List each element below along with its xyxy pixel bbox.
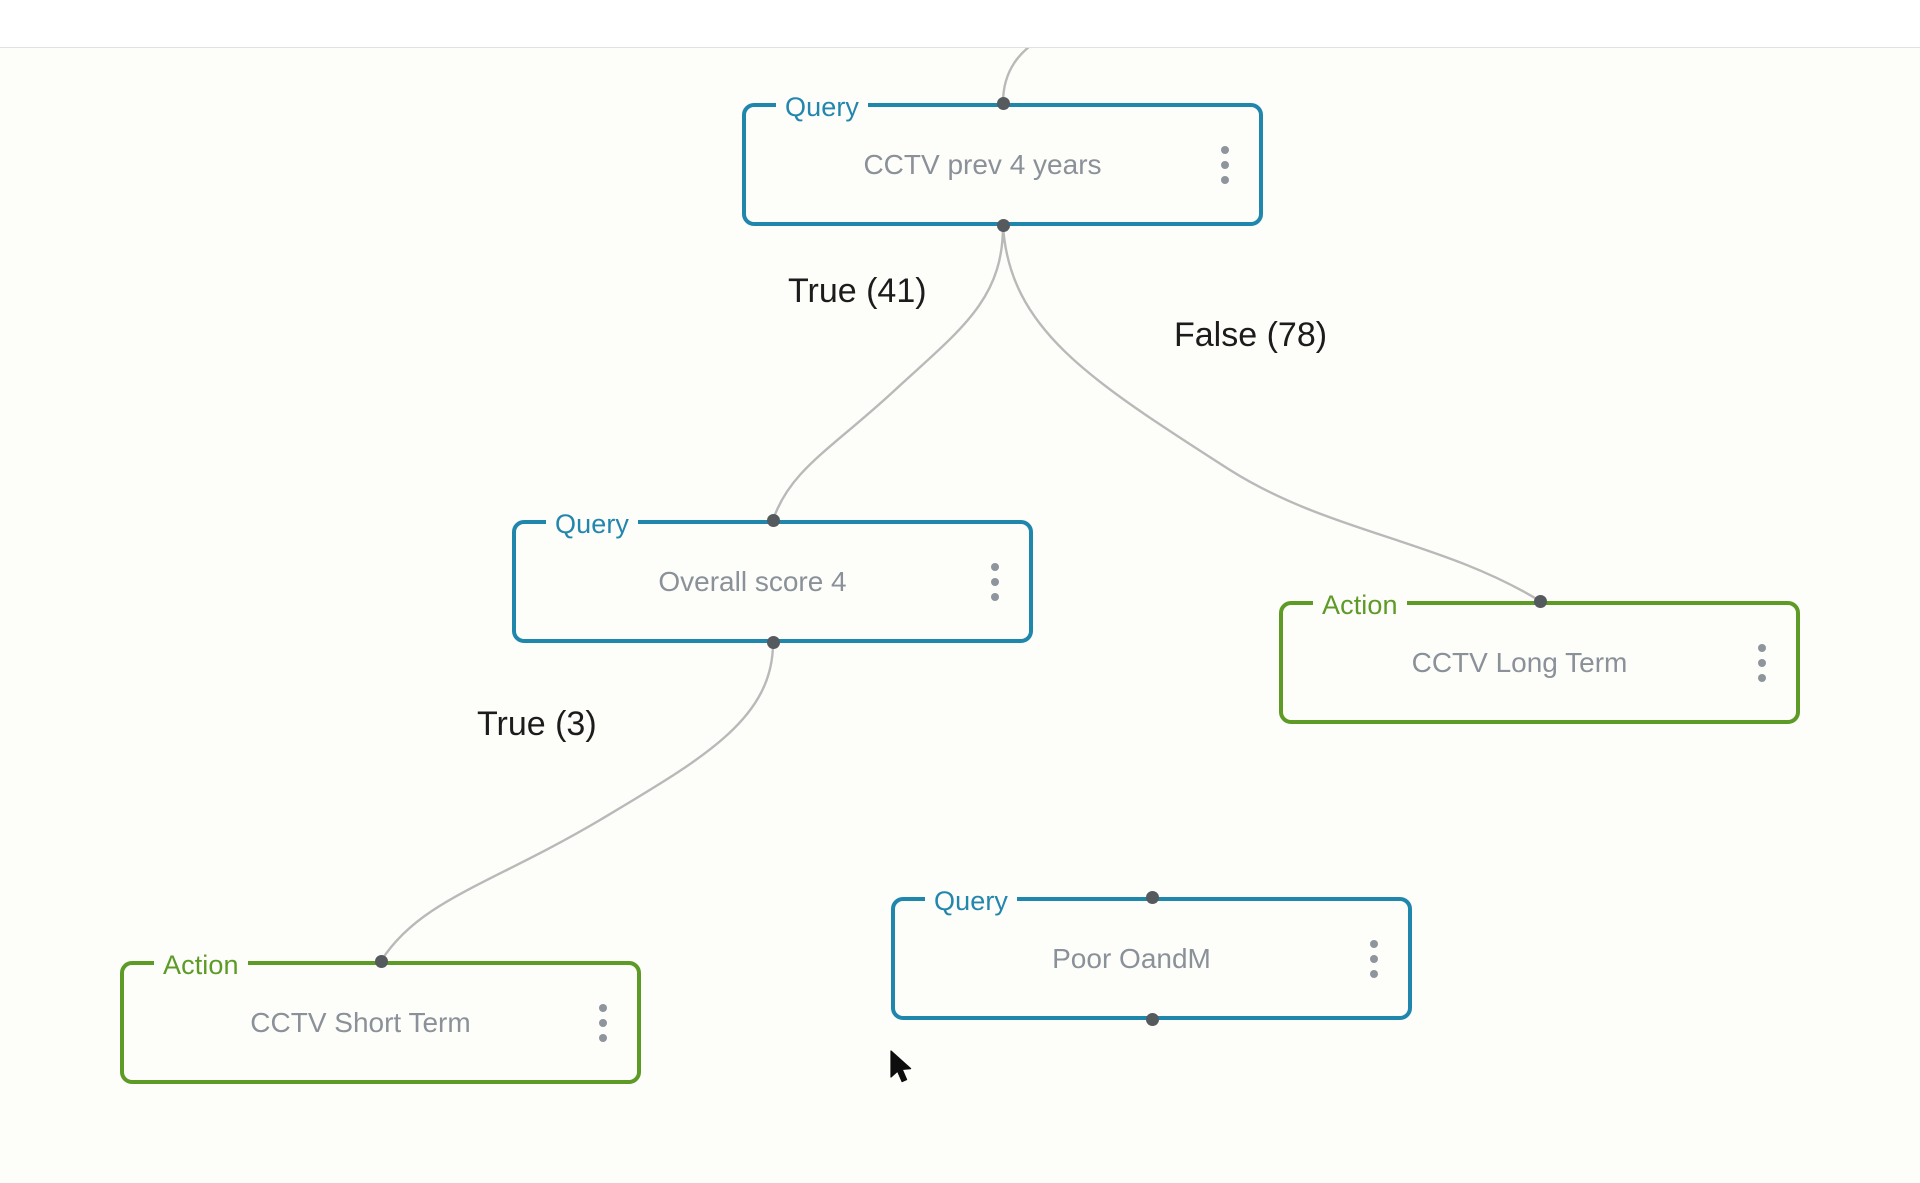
- edge-label-true-41: True (41): [788, 272, 927, 310]
- node-port-bottom[interactable]: [996, 219, 1010, 232]
- vertical-ellipsis-icon[interactable]: [593, 1000, 613, 1046]
- node-poor-oandm[interactable]: Query Poor OandM: [891, 886, 1412, 1026]
- node-cctv-long-term[interactable]: Action CCTV Long Term: [1279, 590, 1800, 724]
- edge-score-true: [379, 641, 775, 963]
- node-type-label-action: Action: [154, 950, 248, 980]
- node-cctv-short-term[interactable]: Action CCTV Short Term: [120, 950, 641, 1084]
- node-title: Poor OandM: [1052, 942, 1211, 974]
- node-port-top[interactable]: [374, 955, 388, 968]
- vertical-ellipsis-icon[interactable]: [1364, 936, 1384, 982]
- node-title: CCTV prev 4 years: [863, 148, 1102, 180]
- node-title: Overall score 4: [658, 565, 847, 597]
- vertical-ellipsis-icon[interactable]: [985, 559, 1005, 605]
- node-type-label-query: Query: [925, 886, 1018, 916]
- node-type-label-action: Action: [1313, 590, 1407, 620]
- node-title: CCTV Short Term: [250, 1006, 471, 1038]
- app-header-bar: [0, 0, 1920, 48]
- node-type-label-query: Query: [546, 509, 639, 539]
- vertical-ellipsis-icon[interactable]: [1752, 640, 1772, 686]
- flow-canvas[interactable]: True (41) False (78) True (3) Query CCTV…: [0, 48, 1920, 1183]
- edge-root-true: [771, 224, 1005, 522]
- node-overall-score-4[interactable]: Query Overall score 4: [512, 509, 1033, 649]
- node-port-bottom[interactable]: [1145, 1013, 1159, 1026]
- vertical-ellipsis-icon[interactable]: [1215, 142, 1235, 188]
- node-type-label-query: Query: [776, 92, 869, 122]
- node-port-top[interactable]: [996, 97, 1010, 110]
- node-port-top[interactable]: [1145, 891, 1159, 904]
- node-cctv-prev-4-years[interactable]: Query CCTV prev 4 years: [742, 92, 1263, 232]
- node-title: CCTV Long Term: [1411, 646, 1628, 678]
- edge-label-false-78: False (78): [1174, 316, 1328, 354]
- edge-root-false: [1001, 224, 1542, 603]
- node-port-top[interactable]: [766, 514, 780, 527]
- node-port-bottom[interactable]: [766, 636, 780, 649]
- edge-label-true-3: True (3): [477, 705, 597, 743]
- node-port-top[interactable]: [1533, 595, 1547, 608]
- arrow-pointer-icon: [890, 1050, 912, 1083]
- edge-incoming-root: [1001, 48, 1030, 105]
